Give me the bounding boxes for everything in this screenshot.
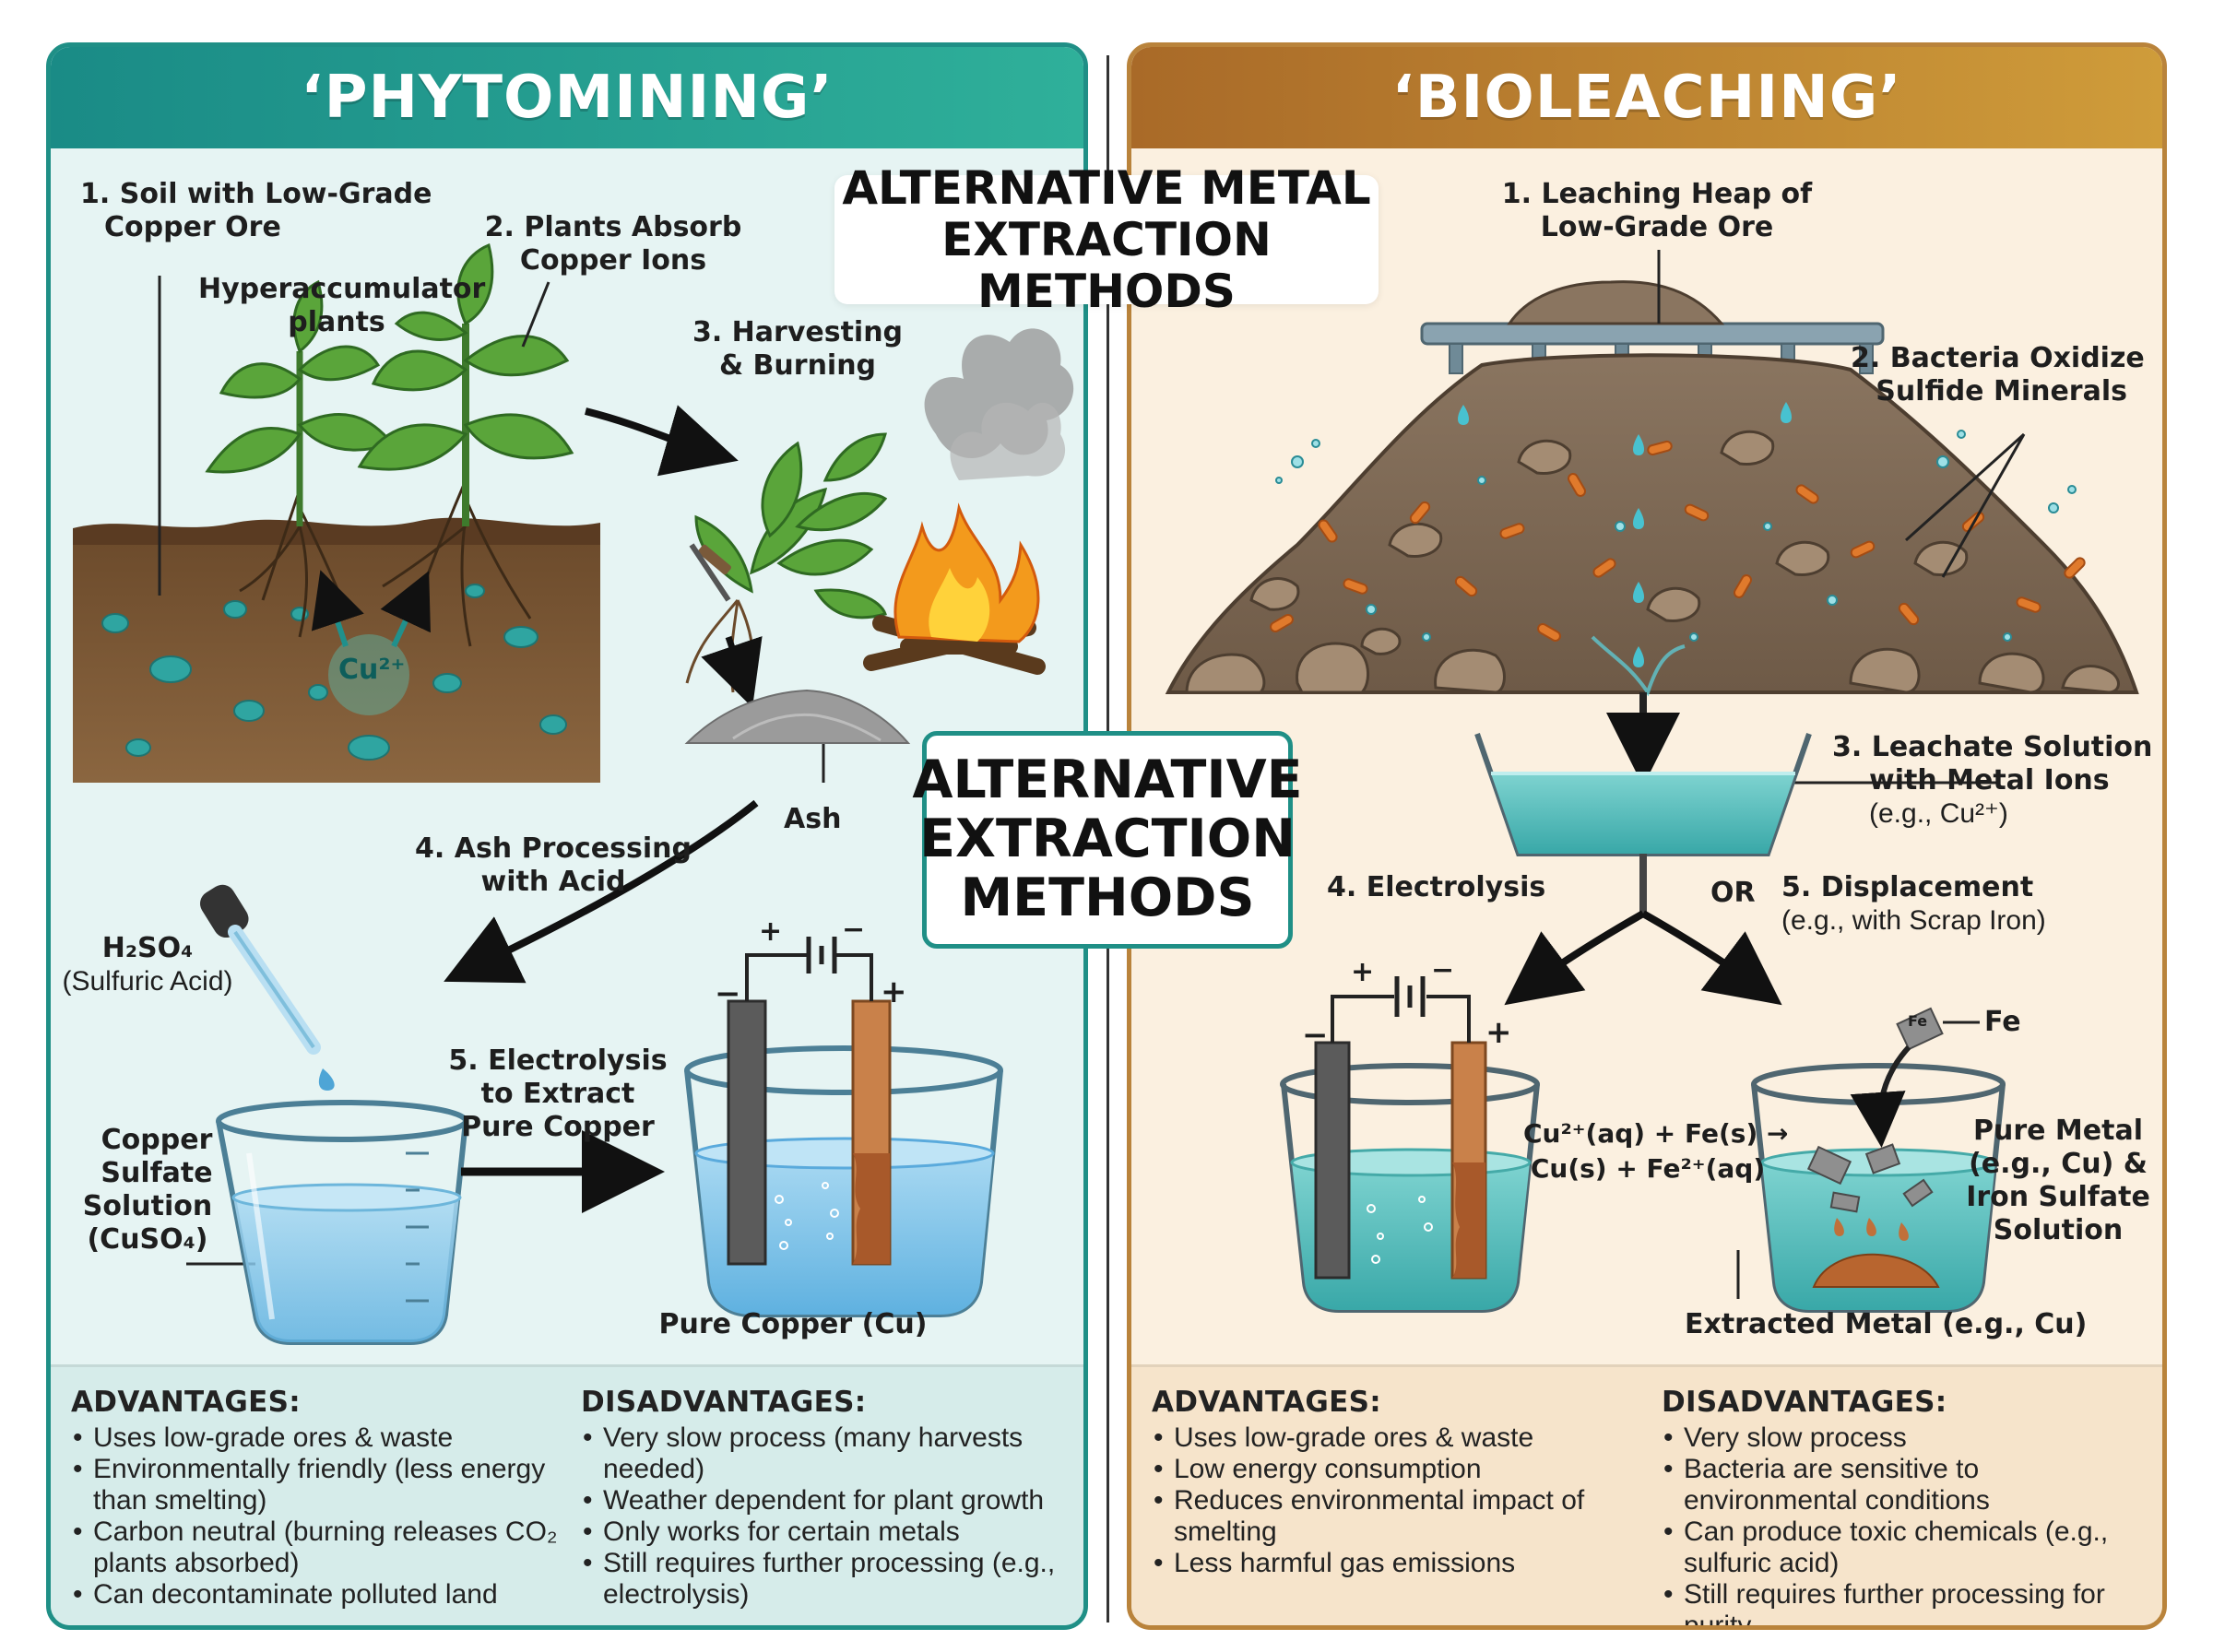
absorb-label-1: 2. Plants Absorb [484, 211, 742, 243]
electro-label-3: Pure Copper [461, 1111, 655, 1143]
bio-battery-plus-sign: + [1351, 956, 1375, 988]
displacement-beaker [1751, 1007, 2006, 1313]
bio-battery-minus-sign: − [1431, 954, 1455, 986]
or-label: OR [1710, 877, 1756, 909]
leachate-label-3: (e.g., Cu²⁺) [1869, 798, 2008, 829]
dropper [200, 884, 335, 1091]
to-ash-arrow [701, 635, 763, 708]
bio-disadvantage-item: Very slow process [1662, 1422, 2160, 1454]
phyto-disadvantages-title: DISADVANTAGES: [581, 1386, 867, 1419]
fe-label: Fe [1984, 1006, 2021, 1038]
harvest-label-2: & Burning [718, 349, 877, 382]
ash-pile [684, 689, 911, 744]
ash-processing-arrow [444, 799, 759, 984]
bioleaching-illustration [1165, 250, 2139, 1313]
bioleaching-pros-cons: ADVANTAGES: Uses low-grade ores & waste … [1131, 1364, 2162, 1625]
solution-label-4: (CuSO₄) [87, 1223, 208, 1256]
phyto-disadvantages: DISADVANTAGES: Very slow process (many h… [581, 1386, 1083, 1611]
heap-label-2: Low-Grade Ore [1540, 211, 1774, 243]
leachate-label-2: with Metal Ions [1869, 764, 2110, 796]
pure-metal-label-4: Solution [1993, 1214, 2124, 1246]
heap-label-1: 1. Leaching Heap of [1501, 178, 1813, 210]
pure-metal-label-2: (e.g., Cu) & [1969, 1148, 2148, 1180]
bioleaching-header: ‘BIOLEACHING’ [1131, 47, 2162, 148]
phyto-disadvantage-item: Only works for certain metals [581, 1516, 1083, 1548]
phytomining-header: ‘PHYTOMINING’ [51, 47, 1083, 148]
bio-advantages: ADVANTAGES: Uses low-grade ores & waste … [1152, 1386, 1650, 1579]
hyper-label-1: Hyperaccumulator [198, 273, 486, 305]
bio-advantages-title: ADVANTAGES: [1152, 1386, 1381, 1419]
split-arrows [1504, 854, 1782, 1006]
battery-minus-sign: − [842, 914, 866, 946]
soil-label-1: 1. Soil with Low-Grade [80, 178, 432, 210]
bio-disadvantages: DISADVANTAGES: Very slow process Bacteri… [1662, 1386, 2160, 1625]
solution-label-3: Solution [82, 1190, 213, 1222]
phyto-advantage-item: Carbon neutral (burning releases CO₂ pla… [71, 1516, 569, 1579]
subtitle-box: ALTERNATIVE EXTRACTION METHODS [912, 731, 1303, 949]
bio-advantage-item: Less harmful gas emissions [1152, 1548, 1650, 1579]
displacement-label-2: (e.g., with Scrap Iron) [1781, 905, 2046, 936]
bio-disadvantage-item: Bacteria are sensitive to environmental … [1662, 1454, 2160, 1516]
phyto-advantage-item: Environmentally friendly (less energy th… [71, 1454, 569, 1516]
bio-disadvantage-item: Can produce toxic chemicals (e.g., sulfu… [1662, 1516, 2160, 1579]
electrolysis-beaker [684, 937, 1003, 1317]
phytomining-pros-cons: ADVANTAGES: Uses low-grade ores & waste … [51, 1364, 1083, 1625]
electro-minus-sign: − [715, 975, 741, 1012]
absorb-label-2: Copper Ions [519, 244, 707, 277]
cu-ion-label: Cu²⁺ [338, 654, 406, 686]
campfire [863, 328, 1074, 675]
ore-heap [1165, 280, 2139, 697]
displacement-label-1: 5. Displacement [1781, 871, 2034, 903]
acid-label-1: H₂SO₄ [101, 932, 194, 964]
phyto-disadvantage-item: Weather dependent for plant growth [581, 1485, 1083, 1516]
electro-label-2: to Extract [480, 1078, 635, 1110]
bio-advantage-item: Uses low-grade ores & waste [1152, 1422, 1650, 1454]
bio-advantage-item: Low energy consumption [1152, 1454, 1650, 1485]
bio-advantage-item: Reduces environmental impact of smelting [1152, 1485, 1650, 1548]
leachate-label-1: 3. Leachate Solution [1832, 731, 2153, 763]
soil-label-2: Copper Ore [104, 211, 281, 243]
bacteria-label-2: Sulfide Minerals [1876, 375, 2127, 407]
pure-metal-label-3: Iron Sulfate [1966, 1181, 2150, 1213]
bio-electrolysis-label: 4. Electrolysis [1327, 871, 1546, 903]
electro-label-1: 5. Electrolysis [448, 1044, 668, 1077]
pure-metal-label-1: Pure Metal [1973, 1115, 2143, 1147]
acid-label-2: (Sulfuric Acid) [62, 966, 233, 997]
soil-block [73, 479, 600, 783]
phyto-disadvantage-item: Still requires further processing (e.g.,… [581, 1548, 1083, 1611]
fe-tag-label: Fe [1908, 1012, 1928, 1030]
bacteria-label-1: 2. Bacteria Oxidize [1851, 342, 2145, 374]
phyto-advantage-item: Can decontaminate polluted land [71, 1579, 569, 1611]
phytomining-panel: ‘PHYTOMINING’ [46, 42, 1088, 1630]
bioleaching-panel: ‘BIOLEACHING’ [1127, 42, 2167, 1630]
bio-disadvantage-item: Still requires further processing for pu… [1662, 1579, 2160, 1625]
electro-plus-sign: + [881, 974, 907, 1010]
bio-disadvantages-title: DISADVANTAGES: [1662, 1386, 1947, 1419]
solution-label-1: Copper [101, 1124, 213, 1156]
displacement-formula-2: Cu(s) + Fe²⁺(aq) [1530, 1153, 1766, 1184]
phyto-advantages: ADVANTAGES: Uses low-grade ores & waste … [71, 1386, 569, 1611]
harvested-plant-bundle [685, 432, 888, 693]
phyto-advantages-title: ADVANTAGES: [71, 1386, 301, 1419]
bio-electro-plus-sign: + [1485, 1014, 1512, 1051]
phytomining-illustration [73, 242, 1074, 1345]
pure-copper-label: Pure Copper (Cu) [658, 1308, 928, 1340]
ash-label: Ash [784, 803, 842, 835]
battery-plus-sign: + [759, 915, 783, 948]
solution-label-2: Sulfate [101, 1157, 213, 1189]
phyto-disadvantage-item: Very slow process (many harvests needed) [581, 1422, 1083, 1485]
extracted-metal-label: Extracted Metal (e.g., Cu) [1685, 1308, 2088, 1340]
copper-sulfate-beaker [216, 1100, 468, 1345]
main-title: ALTERNATIVE METAL EXTRACTION METHODS [834, 162, 1379, 317]
harvest-arrow [585, 405, 739, 477]
bio-electro-minus-sign: − [1302, 1017, 1329, 1054]
ash-proc-label-2: with Acid [480, 866, 626, 898]
hyperaccumulator-plants [205, 242, 574, 526]
phyto-advantage-item: Uses low-grade ores & waste [71, 1422, 569, 1454]
ash-proc-label-1: 4. Ash Processing [415, 832, 692, 865]
hyper-label-2: plants [288, 306, 385, 338]
harvest-label-1: 3. Harvesting [692, 316, 904, 348]
displacement-formula-1: Cu²⁺(aq) + Fe(s) → [1523, 1118, 1789, 1149]
bio-electrolysis-beaker [1280, 976, 1540, 1313]
